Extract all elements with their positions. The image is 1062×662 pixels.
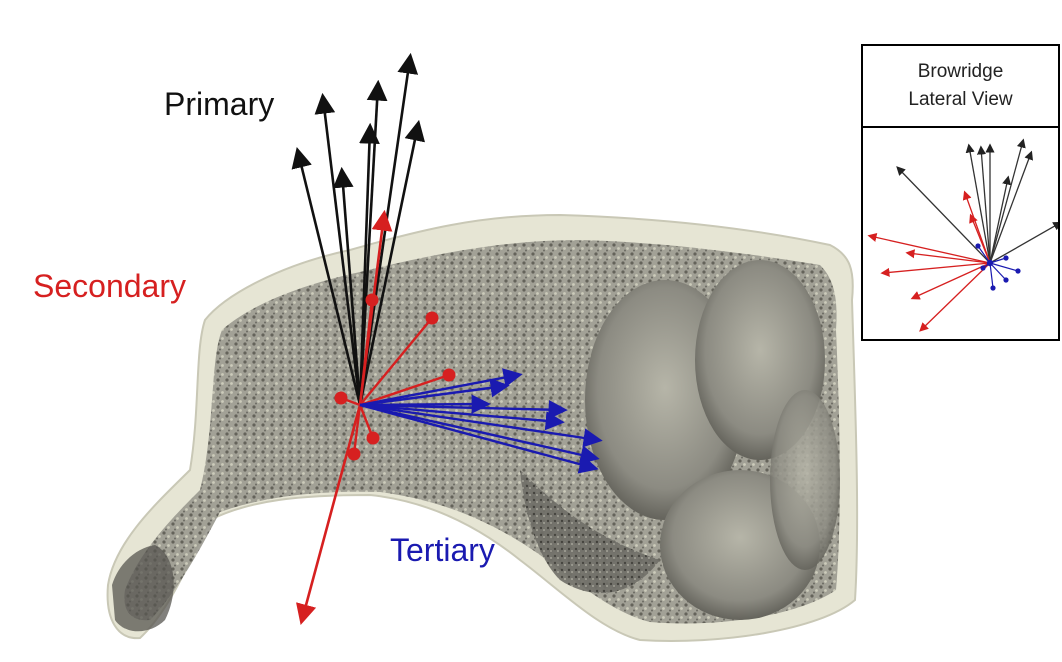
sinus-lobe-4 bbox=[770, 390, 840, 570]
inset-tertiary-endpoint bbox=[1015, 268, 1020, 273]
inset-tertiary-endpoint bbox=[1003, 277, 1008, 282]
inset-title: Browridge Lateral View bbox=[863, 46, 1058, 128]
secondary-label: Secondary bbox=[33, 268, 186, 305]
inset-primary-vector bbox=[990, 153, 1031, 263]
inset-origin-point bbox=[987, 260, 993, 266]
inset-tertiary-endpoint bbox=[1003, 255, 1008, 260]
inset-tertiary-vector bbox=[990, 263, 993, 288]
secondary-vector-endpoint bbox=[443, 369, 456, 382]
inset-primary-vector bbox=[898, 168, 990, 263]
inset-vector-plot bbox=[863, 128, 1058, 339]
bone-specimen bbox=[108, 215, 858, 641]
inset-secondary-vector bbox=[908, 253, 990, 263]
inset-secondary-vector bbox=[883, 263, 990, 273]
inset-tertiary-endpoint bbox=[980, 265, 985, 270]
primary-label: Primary bbox=[164, 86, 274, 123]
lateral-view-inset: Browridge Lateral View bbox=[861, 44, 1060, 341]
secondary-vector-endpoint bbox=[348, 448, 361, 461]
inset-tertiary-endpoint bbox=[990, 285, 995, 290]
inset-title-line2: Lateral View bbox=[908, 86, 1012, 114]
tertiary-label: Tertiary bbox=[390, 532, 495, 569]
secondary-vector-endpoint bbox=[366, 294, 379, 307]
inset-title-line1: Browridge bbox=[918, 58, 1004, 86]
inset-secondary-vector bbox=[870, 236, 990, 263]
inset-primary-vector bbox=[990, 141, 1023, 263]
inset-secondary-vector bbox=[913, 263, 990, 298]
inset-primary-vector bbox=[990, 223, 1058, 263]
secondary-vector-endpoint bbox=[367, 432, 380, 445]
secondary-vector-endpoint bbox=[335, 392, 348, 405]
inset-vectors bbox=[870, 141, 1058, 330]
secondary-vector-endpoint bbox=[426, 312, 439, 325]
inset-secondary-vector bbox=[921, 263, 990, 330]
inset-tertiary-endpoint bbox=[975, 243, 980, 248]
